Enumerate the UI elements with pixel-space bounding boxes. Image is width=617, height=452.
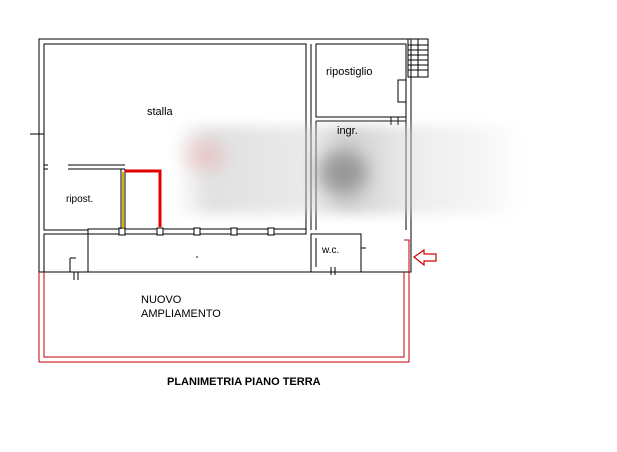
label-ingresso: ingr.	[337, 125, 358, 137]
redacted-area-tint	[185, 140, 225, 170]
wc-room	[310, 233, 366, 275]
dot-mark	[196, 256, 198, 258]
label-ripostiglio: ripostiglio	[326, 66, 373, 78]
label-nuovo: NUOVO	[141, 294, 182, 306]
label-ripost: ripost.	[66, 194, 94, 205]
ripost-room	[44, 164, 126, 229]
bottom-left-room	[43, 233, 89, 280]
red-highlight-wall	[125, 169, 162, 227]
label-ampliamento: AMPLIAMENTO	[141, 308, 221, 320]
pillar-row	[87, 227, 307, 236]
staircase-icon	[397, 38, 429, 103]
extension-outline	[38, 239, 410, 363]
label-stalla: stalla	[147, 106, 173, 118]
left-arrow-icon	[412, 248, 437, 267]
plan-title: PLANIMETRIA PIANO TERRA	[167, 376, 321, 388]
label-wc: w.c.	[322, 245, 340, 256]
redacted-area-dark	[318, 150, 368, 195]
